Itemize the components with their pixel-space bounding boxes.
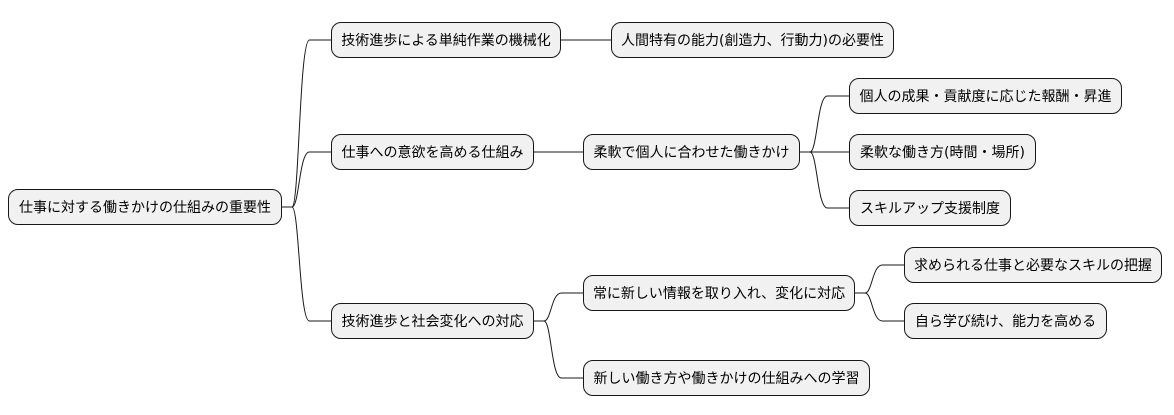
sub-node-label: 柔軟で個人に合わせた働きかけ (593, 145, 790, 161)
connector-branch-node-adaptation-to-leaf-node-new-work-styles (534, 320, 583, 379)
leaf-node-label: 個人の成果・貢献度に応じた報酬・昇進 (859, 89, 1112, 105)
leaf-node-label: 柔軟な働き方(時間・場所) (860, 145, 1025, 161)
leaf-node-human-abilities: 人間特有の能力(創造力、行動力)の必要性 (611, 22, 894, 58)
leaf-node-label: 新しい働き方や働きかけの仕組みへの学習 (593, 371, 860, 387)
branch-node-motivation: 仕事への意欲を高める仕組み (331, 134, 534, 170)
leaf-node-self-learning: 自ら学び続け、能力を高める (904, 303, 1107, 339)
sub-node-keep-learning: 常に新しい情報を取り入れ、変化に対応 (583, 275, 855, 311)
root-node: 仕事に対する働きかけの仕組みの重要性 (8, 189, 282, 225)
connector-sub-node-keep-learning-to-leaf-node-self-learning (855, 292, 904, 322)
connector-sub-node-keep-learning-to-leaf-node-skill-grasp (855, 264, 904, 294)
leaf-node-skill-support: スキルアップ支援制度 (849, 190, 1011, 226)
leaf-node-flexible-work: 柔軟な働き方(時間・場所) (849, 134, 1036, 170)
branch-node-label: 技術進歩による単純作業の機械化 (341, 33, 551, 49)
connector-sub-node-flexible-approach-to-leaf-node-reward-promotion (800, 95, 849, 153)
leaf-node-label: 人間特有の能力(創造力、行動力)の必要性 (621, 33, 884, 49)
branch-node-automation: 技術進歩による単純作業の機械化 (331, 22, 561, 58)
sub-node-flexible-approach: 柔軟で個人に合わせた働きかけ (583, 134, 800, 170)
connector-root-node-to-branch-node-adaptation (282, 206, 331, 322)
branch-node-label: 仕事への意欲を高める仕組み (341, 145, 524, 161)
leaf-node-new-work-styles: 新しい働き方や働きかけの仕組みへの学習 (583, 360, 870, 396)
leaf-node-reward-promotion: 個人の成果・貢献度に応じた報酬・昇進 (849, 78, 1122, 114)
branch-node-adaptation: 技術進歩と社会変化への対応 (331, 303, 534, 339)
root-node-label: 仕事に対する働きかけの仕組みの重要性 (19, 200, 271, 216)
sub-node-label: 常に新しい情報を取り入れ、変化に対応 (592, 286, 846, 302)
connector-root-node-to-branch-node-automation (282, 39, 331, 208)
connector-sub-node-flexible-approach-to-leaf-node-skill-support (800, 151, 849, 209)
branch-node-label: 技術進歩と社会変化への対応 (341, 314, 524, 330)
connector-branch-node-adaptation-to-sub-node-keep-learning (534, 292, 583, 322)
leaf-node-label: スキルアップ支援制度 (860, 201, 1000, 217)
connector-root-node-to-branch-node-motivation (282, 151, 331, 208)
leaf-node-label: 求められる仕事と必要なスキルの把握 (914, 258, 1152, 274)
leaf-node-skill-grasp: 求められる仕事と必要なスキルの把握 (904, 247, 1162, 283)
leaf-node-label: 自ら学び続け、能力を高める (914, 314, 1097, 330)
